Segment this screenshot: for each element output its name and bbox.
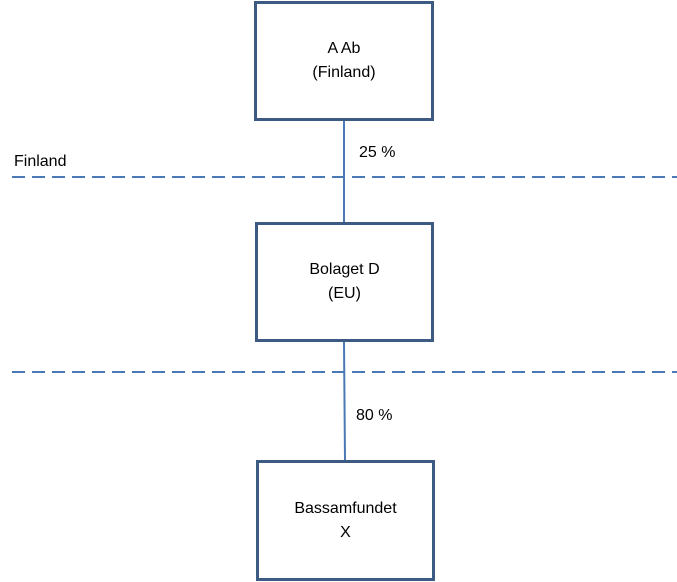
node-a-ab: A Ab (Finland) (254, 1, 434, 121)
ownership-label-25: 25 % (359, 144, 396, 161)
node-bassamfundet-name: Bassamfundet (294, 499, 397, 517)
node-bolaget-d-name: Bolaget D (309, 261, 380, 278)
connector-bolaget-d-to-bassamfundet (343, 341, 346, 461)
ownership-label-80: 80 % (356, 407, 393, 424)
node-a-ab-name: A Ab (327, 40, 361, 57)
node-bassamfundet-suffix: X (340, 523, 351, 541)
region-label-finland: Finland (14, 153, 67, 170)
node-a-ab-country: (Finland) (312, 64, 376, 81)
node-bolaget-d-region: (EU) (328, 285, 361, 302)
node-bassamfundet-x: Bassamfundet X (256, 460, 435, 581)
node-bolaget-d: Bolaget D (EU) (255, 222, 434, 342)
